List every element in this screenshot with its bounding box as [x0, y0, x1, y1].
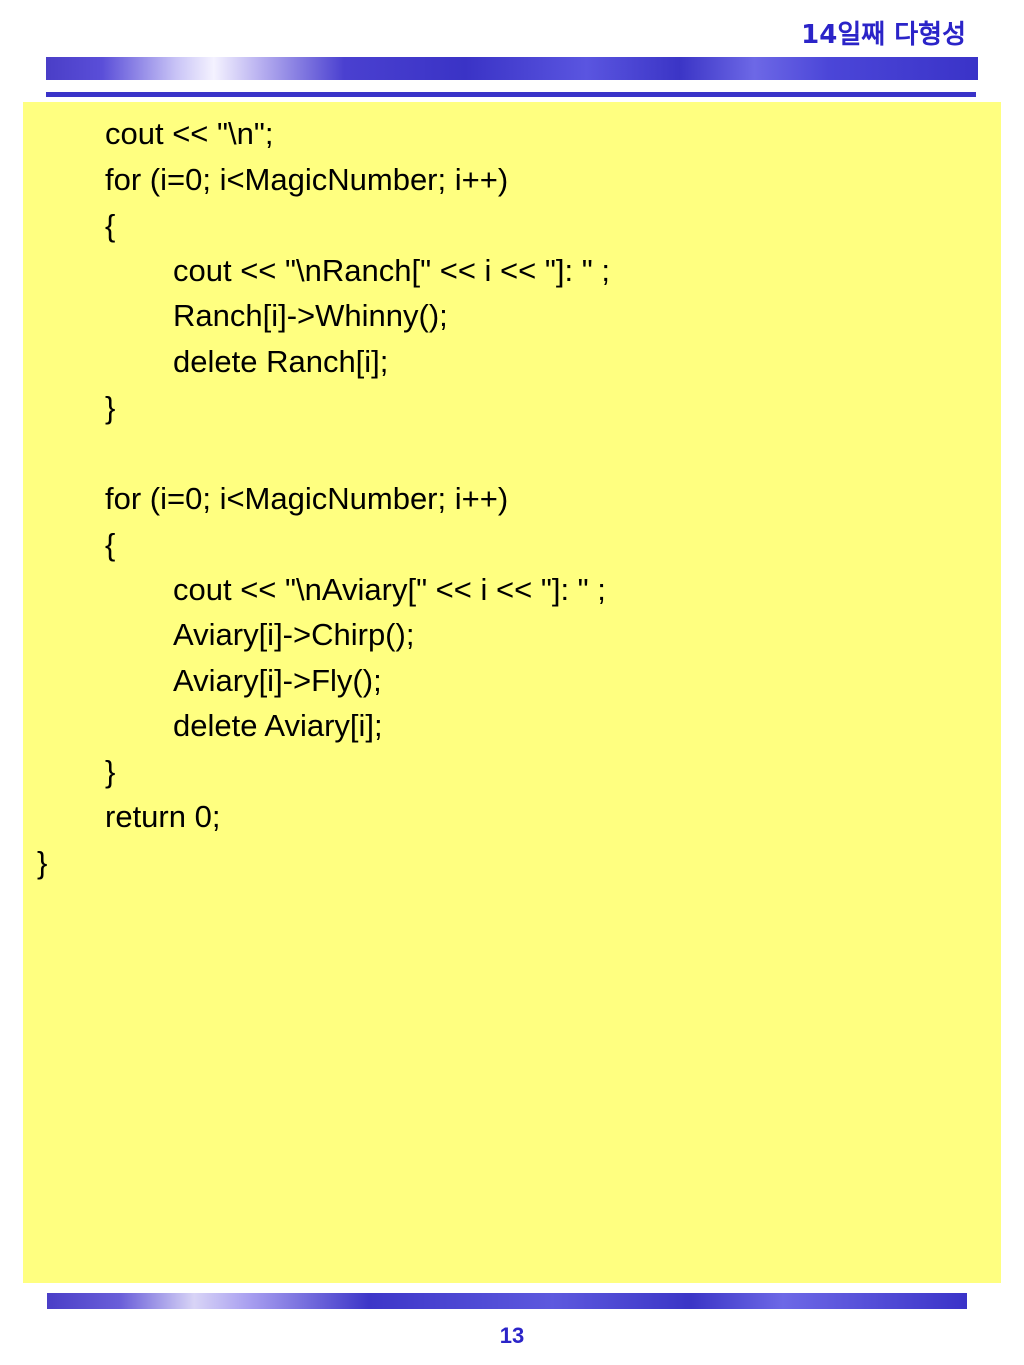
code-line: Aviary[i]->Fly();: [173, 663, 382, 698]
code-line: Aviary[i]->Chirp();: [173, 617, 415, 652]
code-line: for (i=0; i<MagicNumber; i++): [105, 481, 509, 516]
code-line: cout << "\nRanch[" << i << "]: " ;: [173, 253, 610, 288]
code-line: return 0;: [105, 799, 221, 834]
code-line: for (i=0; i<MagicNumber; i++): [105, 162, 509, 197]
code-line: }: [105, 390, 116, 425]
code-line: }: [105, 754, 116, 789]
code-line: delete Aviary[i];: [173, 708, 383, 743]
code-line: cout << "\n";: [105, 116, 274, 151]
code-line: Ranch[i]->Whinny();: [173, 298, 448, 333]
code-line: }: [37, 845, 48, 880]
code-line: delete Ranch[i];: [173, 344, 389, 379]
footer-gradient-band: [47, 1293, 967, 1309]
header-gradient-band: [46, 57, 978, 80]
code-panel: cout << "\n"; for (i=0; i<MagicNumber; i…: [23, 102, 1001, 1283]
code-line: {: [105, 527, 116, 562]
header-rule: [46, 92, 976, 97]
code-line: cout << "\nAviary[" << i << "]: " ;: [173, 572, 606, 607]
slide-title: 14일째 다형성: [801, 20, 966, 50]
page-number: 13: [499, 1323, 525, 1348]
code-line: {: [105, 208, 116, 243]
